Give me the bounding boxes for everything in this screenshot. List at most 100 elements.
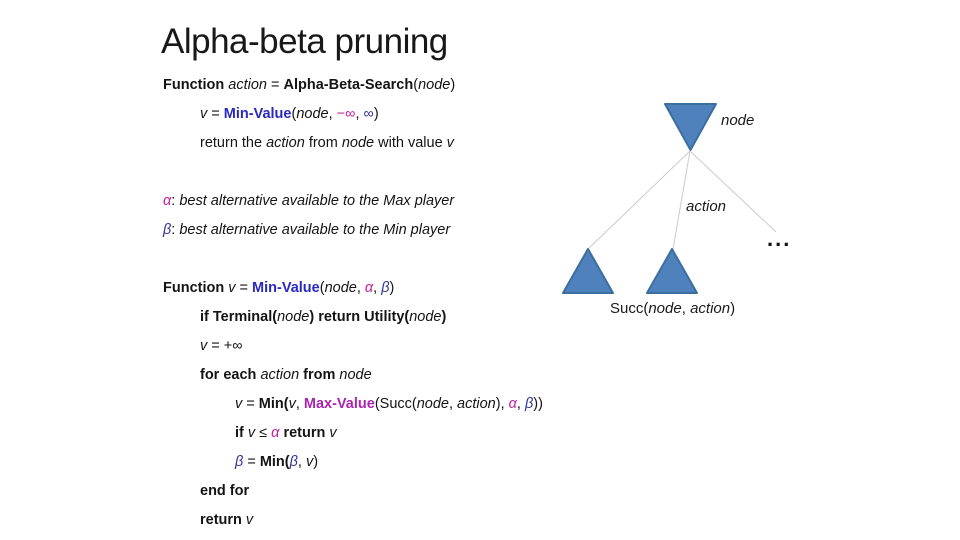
text-segment: Succ( bbox=[610, 300, 649, 317]
text-segment: , bbox=[328, 106, 337, 122]
text-segment: action bbox=[690, 300, 731, 317]
text-segment: ) bbox=[389, 280, 395, 296]
text-segment: v bbox=[329, 425, 337, 441]
code-line: if Terminal(node) return Utility(node) bbox=[200, 303, 543, 332]
text-segment: node bbox=[277, 309, 310, 325]
code-line bbox=[163, 245, 543, 274]
text-segment: Min-Value bbox=[252, 280, 320, 296]
action-label: action bbox=[686, 198, 727, 215]
text-segment: Max-Value bbox=[303, 396, 375, 412]
text-segment: with value bbox=[374, 135, 447, 151]
text-segment: node bbox=[341, 135, 375, 151]
text-segment: ) bbox=[373, 106, 379, 122]
text-segment: α bbox=[271, 425, 280, 441]
text-segment: node bbox=[416, 396, 449, 412]
text-segment: = bbox=[207, 106, 224, 122]
text-segment: , bbox=[355, 106, 364, 122]
text-segment: action bbox=[228, 77, 267, 93]
code-line: for each action from node bbox=[200, 361, 543, 390]
text-segment: node bbox=[409, 309, 442, 325]
pseudocode-block: Function action = Alpha-Beta-Search(node… bbox=[163, 71, 543, 535]
text-segment: Min-Value bbox=[223, 106, 292, 122]
text-segment: = bbox=[242, 396, 259, 412]
text-segment: ) bbox=[309, 309, 319, 325]
code-line: if v ≤ α return v bbox=[235, 419, 543, 448]
text-segment: −∞ bbox=[336, 106, 356, 122]
text-segment: β bbox=[289, 454, 298, 470]
text-segment: node bbox=[418, 77, 451, 93]
code-line: v = +∞ bbox=[200, 332, 543, 361]
text-segment: β bbox=[163, 222, 172, 238]
text-segment: node bbox=[648, 300, 682, 317]
text-segment: , bbox=[295, 396, 304, 412]
text-segment: : bbox=[171, 222, 180, 238]
page-title: Alpha-beta pruning bbox=[161, 22, 448, 61]
text-segment: )) bbox=[533, 396, 543, 412]
connector-right bbox=[689, 150, 777, 233]
code-line: Function v = Min-Value(node, α, β) bbox=[163, 274, 543, 303]
text-segment: return Utility( bbox=[318, 309, 410, 325]
text-segment: , bbox=[681, 300, 691, 317]
text-segment: end for bbox=[200, 483, 250, 499]
text-segment: best alternative available to the Max pl… bbox=[179, 193, 455, 209]
text-segment: v bbox=[200, 338, 208, 354]
text-segment: Min( bbox=[258, 396, 289, 412]
succ-label: Succ(node, action) bbox=[610, 300, 735, 317]
text-segment: = bbox=[266, 77, 284, 93]
text-segment: , bbox=[448, 396, 458, 412]
text-segment: for each bbox=[200, 367, 261, 383]
text-segment: action bbox=[266, 135, 305, 151]
code-line: β: best alternative available to the Min… bbox=[163, 216, 543, 245]
text-segment: return bbox=[200, 512, 246, 528]
code-line: α: best alternative available to the Max… bbox=[163, 187, 543, 216]
text-segment: return the bbox=[200, 135, 267, 151]
text-segment: β bbox=[524, 396, 534, 412]
code-line: return the action from node with value v bbox=[200, 129, 543, 158]
text-segment: v bbox=[245, 512, 254, 528]
code-line: v = Min-Value(node, −∞, ∞) bbox=[200, 100, 543, 129]
code-line: end for bbox=[200, 477, 543, 506]
text-segment: β bbox=[235, 454, 244, 470]
text-segment: , bbox=[297, 454, 306, 470]
text-segment: , bbox=[373, 280, 382, 296]
node-label: node bbox=[721, 112, 755, 129]
text-segment: ( bbox=[413, 77, 419, 93]
text-segment: ( bbox=[319, 280, 325, 296]
text-segment: α bbox=[508, 396, 517, 412]
code-line: v = Min(v, Max-Value(Succ(node, action),… bbox=[235, 390, 543, 419]
text-segment: v bbox=[200, 106, 208, 122]
ellipsis-label: ... bbox=[767, 226, 792, 251]
child-triangle-middle bbox=[646, 248, 698, 294]
text-segment: ) bbox=[441, 309, 447, 325]
text-segment: v bbox=[288, 396, 296, 412]
child-triangle-left bbox=[562, 248, 614, 294]
text-segment: ∞ bbox=[363, 106, 374, 122]
text-segment: ) bbox=[450, 77, 456, 93]
text-segment: ) bbox=[730, 300, 736, 317]
text-segment: from bbox=[299, 367, 340, 383]
text-segment: node bbox=[296, 106, 329, 122]
text-segment: , bbox=[516, 396, 525, 412]
text-segment: v bbox=[235, 396, 243, 412]
text-segment: action bbox=[457, 396, 496, 412]
text-segment: if Terminal( bbox=[200, 309, 278, 325]
code-line: β = Min(β, v) bbox=[235, 448, 543, 477]
text-segment: = bbox=[243, 454, 260, 470]
text-segment: v bbox=[228, 280, 236, 296]
text-segment: ≤ bbox=[255, 425, 272, 441]
text-segment: α bbox=[163, 193, 172, 209]
text-segment: Min( bbox=[259, 454, 290, 470]
text-segment: return bbox=[283, 425, 330, 441]
text-segment: , bbox=[356, 280, 365, 296]
text-segment: Alpha-Beta-Search bbox=[283, 77, 414, 93]
text-segment: ) bbox=[313, 454, 319, 470]
text-segment: ), bbox=[495, 396, 509, 412]
text-segment: from bbox=[304, 135, 342, 151]
text-segment: action bbox=[260, 367, 300, 383]
text-segment: ( bbox=[291, 106, 297, 122]
connector-left bbox=[587, 150, 691, 250]
text-segment: if bbox=[235, 425, 248, 441]
text-segment: node bbox=[339, 367, 372, 383]
text-segment: node bbox=[324, 280, 357, 296]
text-segment: : bbox=[171, 193, 180, 209]
